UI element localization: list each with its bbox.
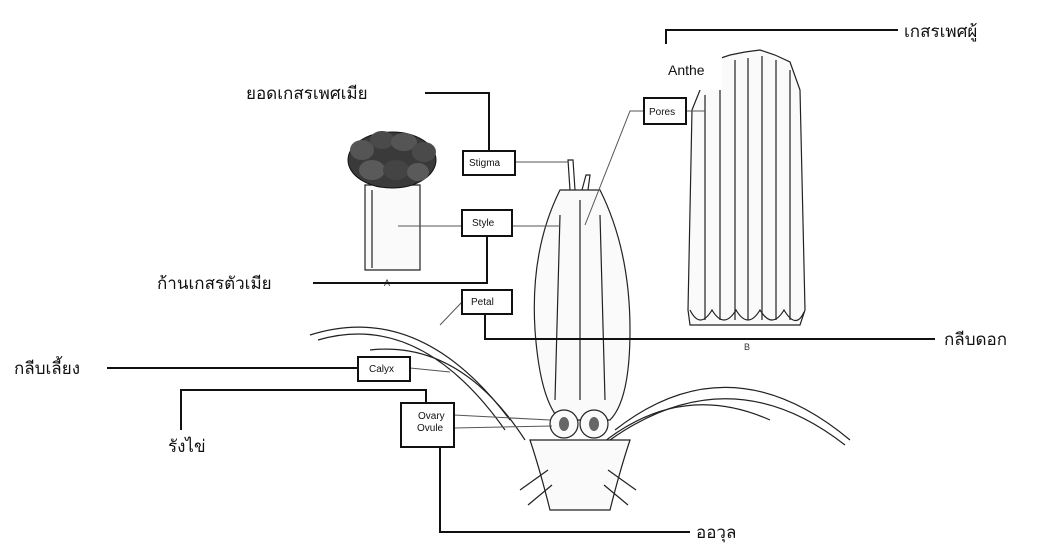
anther-label: Anthe [668, 62, 705, 78]
stigma-box-text: Stigma [469, 158, 501, 169]
calyx-arm-right [600, 405, 770, 445]
style-label-box: Style [462, 210, 512, 236]
pointer-petal [440, 302, 462, 325]
leader-stamen [666, 30, 898, 44]
ovule-box-text: Ovule [417, 423, 444, 434]
ovary-box-text: Ovary [418, 411, 445, 422]
petal-box-text: Petal [471, 297, 494, 308]
floret-stigma-tip [568, 160, 575, 190]
figure-a-stigma-closeup: A [348, 131, 436, 288]
label-petal-thai: กลีบดอก [944, 330, 1007, 350]
ovary-ovule-label-box: Ovary Ovule [401, 403, 454, 447]
pores-box-text: Pores [649, 107, 675, 118]
petal-arm-right [615, 387, 850, 440]
calyx-label-box: Calyx [358, 357, 410, 381]
stigma-head [348, 131, 436, 188]
figure-b-anther-tube: B [688, 50, 805, 352]
floret-stigma-tip [582, 175, 590, 190]
label-stigma-thai: ยอดเกสรเพศเมีย [246, 84, 368, 104]
stigma-label-box: Stigma [463, 151, 515, 175]
corolla-tube [534, 190, 630, 420]
label-stamen-thai: เกสรเพศผู้ [904, 22, 977, 42]
figure-letter-b: B [744, 342, 750, 352]
label-ovule-thai: ออวุล [696, 523, 736, 543]
pores-label-box: Pores [644, 98, 686, 124]
leader-stigma [425, 93, 489, 152]
petal-arm-right-inner [610, 399, 845, 445]
pointer-calyx [410, 368, 450, 372]
pointer-ovary [454, 415, 550, 420]
label-style-thai: ก้านเกสรตัวเมีย [157, 274, 272, 294]
style-box-text: Style [472, 218, 495, 229]
calyx-box-text: Calyx [369, 364, 394, 375]
style-column [365, 185, 420, 270]
leader-ovary [181, 390, 426, 430]
petal-label-box: Petal [462, 290, 512, 314]
ovule-shape [559, 417, 569, 431]
label-calyx-thai: กลีบเลี้ยง [14, 356, 80, 379]
ovule-shape [589, 417, 599, 431]
label-ovary-thai: รังไข่ [168, 436, 206, 457]
